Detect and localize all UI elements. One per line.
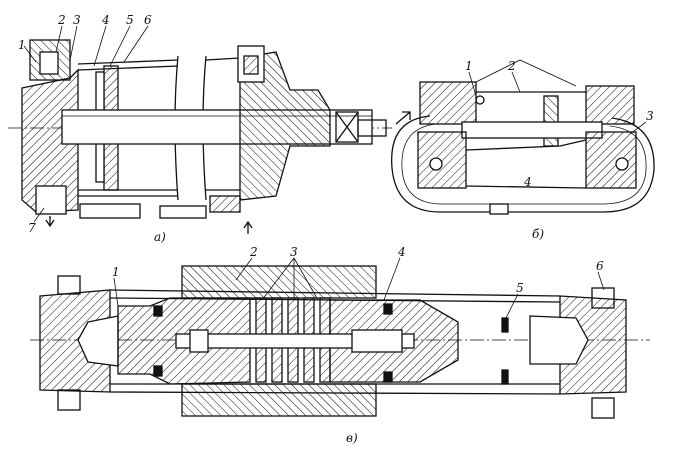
callout-a-7: 7 (28, 221, 36, 235)
caption-a: а) (154, 230, 166, 244)
figure-a-callouts: 1 2 3 4 5 6 7 а) (18, 13, 166, 244)
callout-a-1: 1 (18, 38, 26, 52)
callout-a-6: 6 (144, 13, 152, 27)
callout-c-3: 3 (290, 245, 298, 259)
callout-c-2: 2 (249, 245, 258, 259)
figure-b-callouts: 1 2 3 4 б) (465, 59, 654, 241)
figure-c-cylinder (30, 265, 650, 419)
callout-b-3: 3 (646, 109, 654, 123)
callout-b-4: 4 (523, 175, 532, 189)
callout-a-3: 3 (73, 13, 81, 27)
callout-b-2: 2 (507, 59, 516, 73)
caption-c: в) (346, 431, 358, 445)
callout-c-5: 5 (516, 281, 524, 295)
figure-c-callouts: 1 2 3 4 5 6 в) (112, 245, 605, 445)
caption-b: б) (532, 227, 544, 241)
callout-c-4: 4 (397, 245, 406, 259)
figure-b-chain-mechanism (391, 59, 655, 215)
callout-c-6: 6 (596, 259, 604, 273)
figure-a-cylinder (8, 39, 392, 234)
callout-c-1: 1 (112, 265, 120, 279)
callout-b-1: 1 (465, 59, 473, 73)
callout-a-2: 2 (57, 13, 66, 27)
callout-a-5: 5 (126, 13, 134, 27)
callout-a-4: 4 (101, 13, 110, 27)
